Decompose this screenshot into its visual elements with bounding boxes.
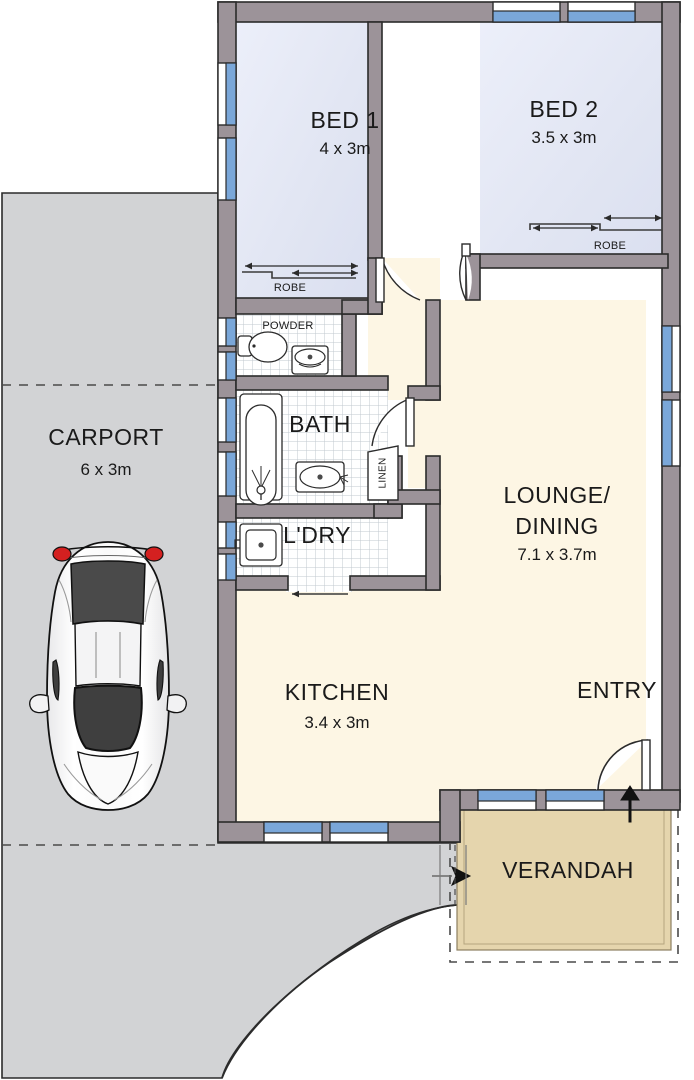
windows xyxy=(217,1,681,843)
basin-powder-icon xyxy=(291,345,329,375)
bed2-room-name: BED 2 xyxy=(529,96,599,122)
window-kitchen-2 xyxy=(329,821,389,843)
dining-room-name: DINING xyxy=(515,513,599,539)
entry-label: ENTRY xyxy=(576,677,658,703)
window-kitchen-1 xyxy=(263,821,323,843)
kitchen-room-dimension: 3.4 x 3m xyxy=(304,713,370,732)
window-left-powder-b xyxy=(217,351,237,381)
kitchen-room-name: KITCHEN xyxy=(284,679,390,705)
ldry-door-arrow xyxy=(292,590,348,598)
window-top-1 xyxy=(492,1,561,23)
dimension-arrows xyxy=(242,214,662,598)
linen-door xyxy=(367,445,399,501)
window-verandah-1 xyxy=(477,789,537,811)
window-left-bath-a xyxy=(217,397,237,443)
linen-label: LINEN xyxy=(377,457,389,489)
toilet-icon xyxy=(237,331,288,363)
robe2-arrow-a xyxy=(604,214,662,222)
carport-room-name: CARPORT xyxy=(48,424,164,450)
bath-room-name: BATH xyxy=(289,411,351,437)
window-left-bath-b xyxy=(217,451,237,497)
bed2-door xyxy=(459,243,472,301)
carport-dashed-lines xyxy=(2,384,216,846)
window-left-powder-a xyxy=(217,317,237,347)
interior-walls xyxy=(235,21,669,591)
carport-room-dimension: 6 x 3m xyxy=(80,460,132,479)
bed2-floor xyxy=(480,22,668,268)
verandah-step-lines xyxy=(439,845,467,905)
verandah-label: VERANDAH xyxy=(502,857,634,883)
car-top-view-icon xyxy=(29,541,187,811)
basin-bath-icon xyxy=(295,461,349,493)
robe1-arrow-b xyxy=(292,269,358,277)
window-left-ldry-a xyxy=(217,521,237,549)
bath-door xyxy=(370,397,415,447)
driveway-curve xyxy=(221,903,467,1079)
living-floor xyxy=(236,300,646,822)
ldry-floor-notch xyxy=(286,572,352,592)
laundry-tub-icon xyxy=(234,523,283,567)
bed2-room-dimension: 3.5 x 3m xyxy=(531,128,597,147)
entry-direction-arrow-icon xyxy=(620,785,640,823)
robe1-arrow-a xyxy=(245,262,358,270)
window-left-ldry-b xyxy=(217,553,237,581)
lounge-room-dimension: 7.1 x 3.7m xyxy=(517,545,597,564)
bed1-room-name: BED 1 xyxy=(310,107,380,133)
window-verandah-2 xyxy=(545,789,605,811)
robe2-arrow-b xyxy=(533,224,598,232)
entry-door xyxy=(596,739,651,791)
ldry-room-name: L'DRY xyxy=(283,522,351,548)
bed1-room-dimension: 4 x 3m xyxy=(319,139,371,158)
window-left-bed1-b xyxy=(217,137,237,201)
lounge-room-name: LOUNGE/ xyxy=(503,482,611,508)
window-right-lounge-b xyxy=(661,399,681,467)
window-left-bed1-a xyxy=(217,62,237,126)
bed2-robe-label: ROBE xyxy=(593,240,627,252)
bed1-floor xyxy=(236,22,368,298)
doors xyxy=(367,243,651,791)
bed1-robe-label: ROBE xyxy=(273,282,307,294)
bathtub-icon xyxy=(239,393,283,506)
bed1-door xyxy=(375,257,421,303)
window-top-2 xyxy=(567,1,636,23)
window-right-lounge-a xyxy=(661,325,681,393)
powder-label: POWDER xyxy=(262,320,314,332)
